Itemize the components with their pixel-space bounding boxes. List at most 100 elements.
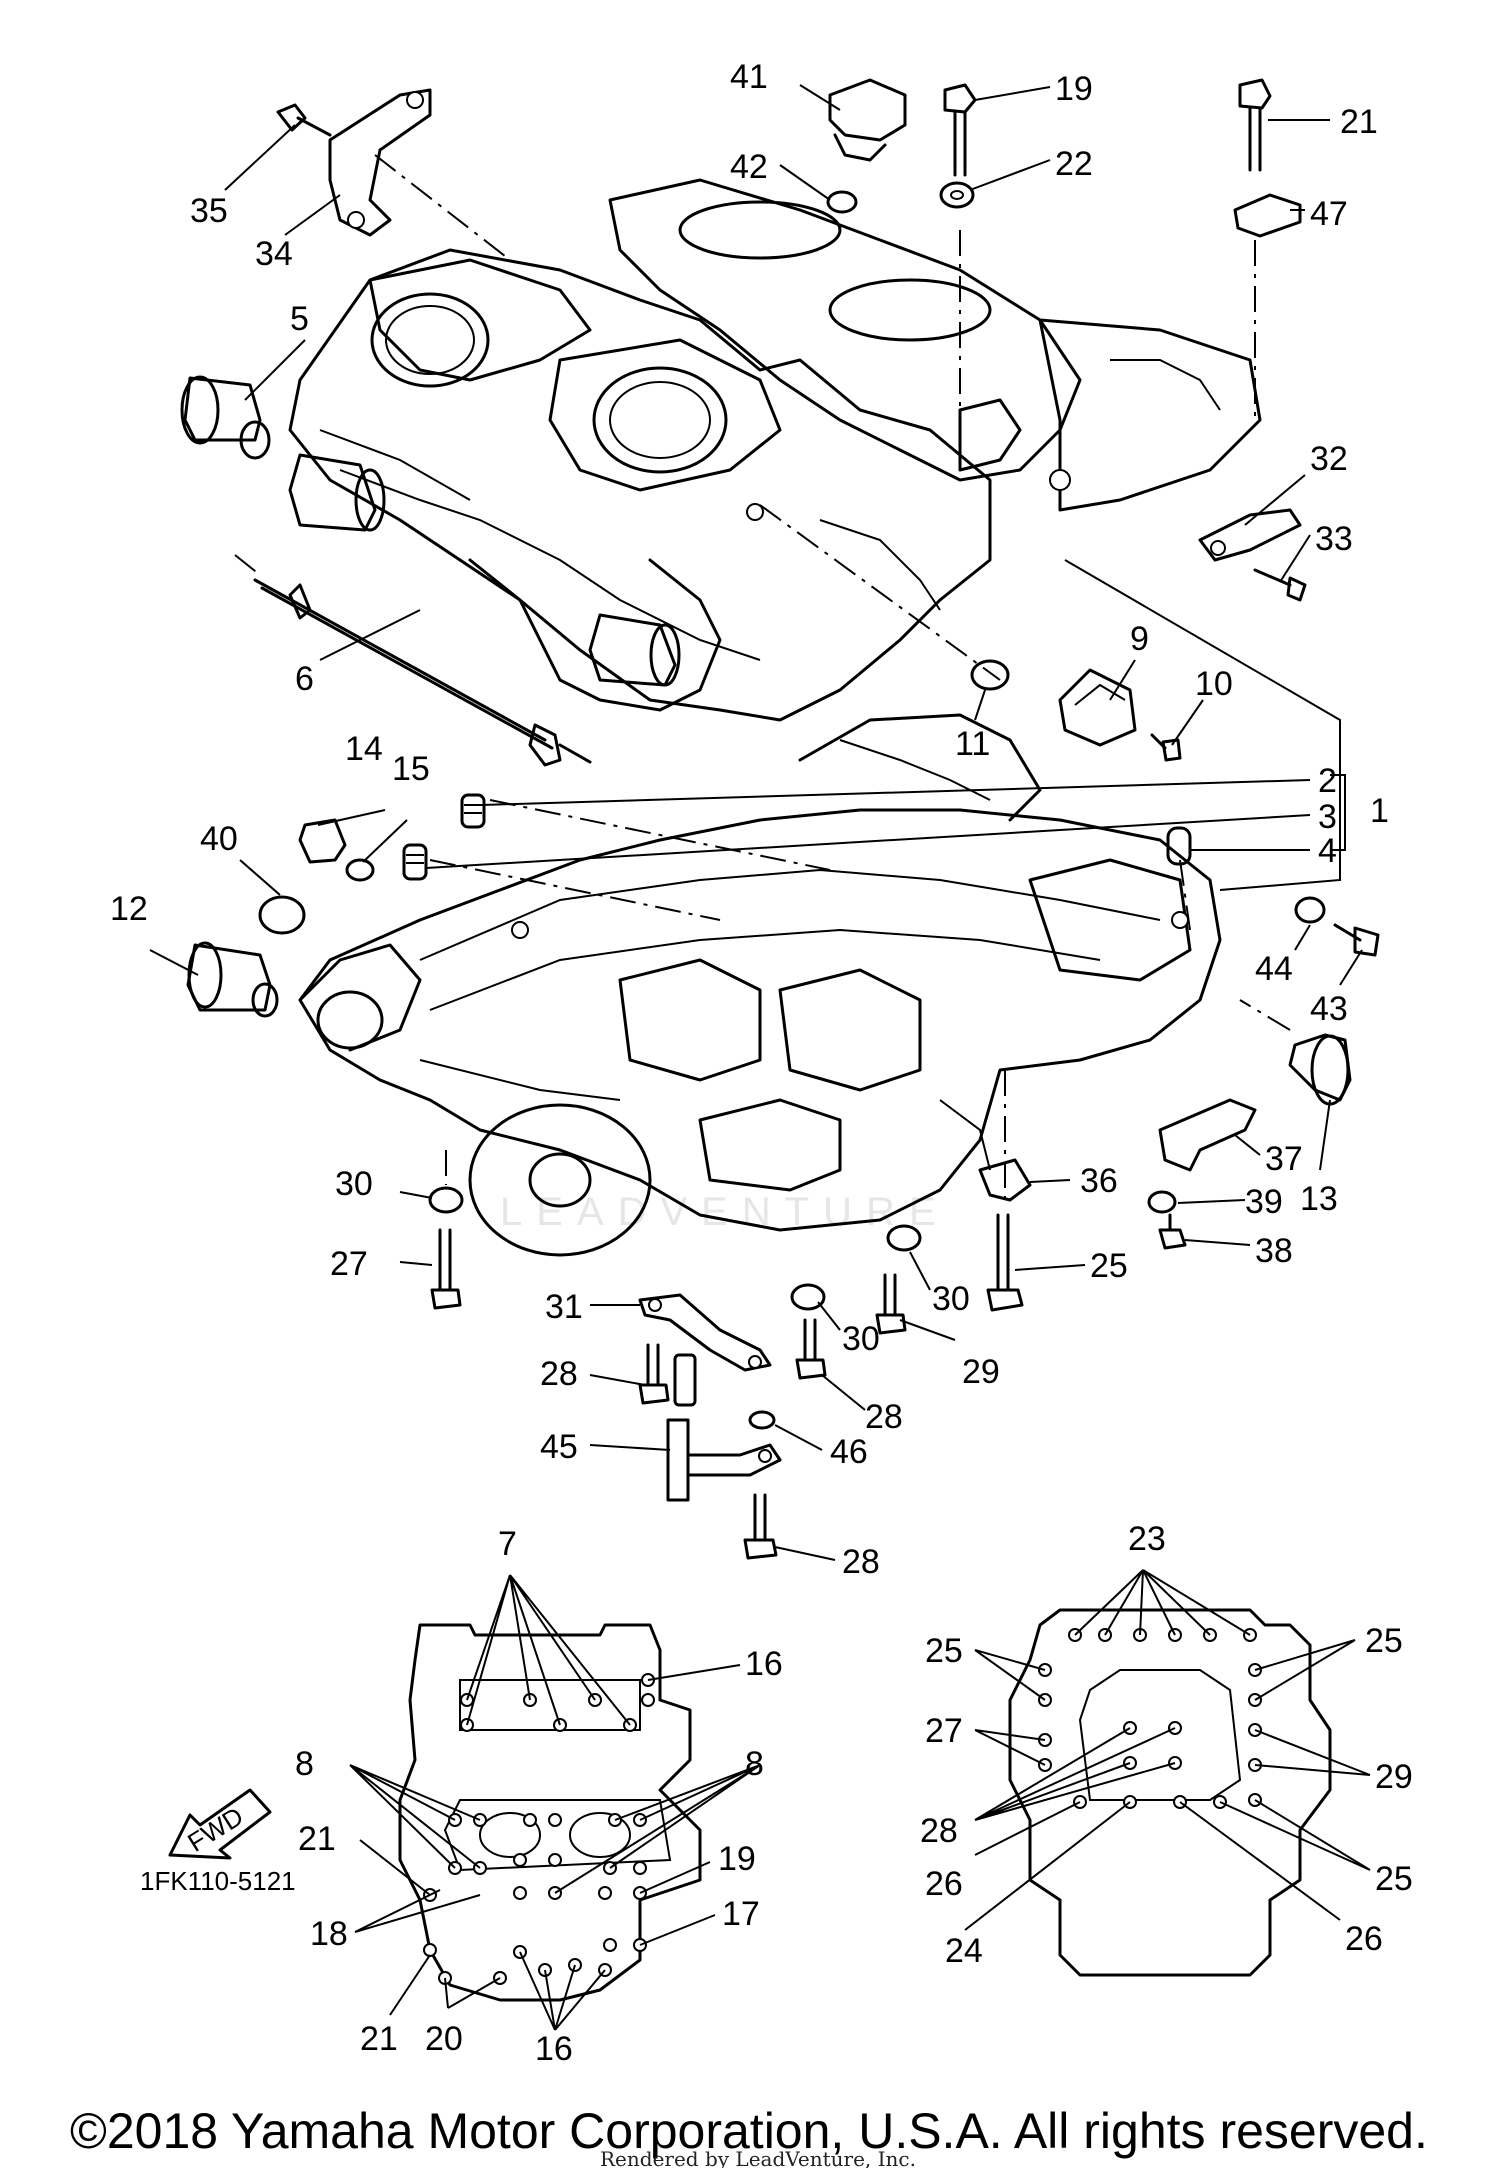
callout-4: 4 [1318,832,1337,870]
washer-44 [1294,896,1326,924]
callout-37: 37 [1265,1140,1303,1178]
callout-29: 29 [962,1353,1000,1391]
bolt-25-center [986,1213,1024,1312]
callout-28-bottom: 28 [842,1543,880,1581]
pipe-45 [666,1353,782,1502]
callout-14: 14 [345,730,383,768]
bolt-19 [943,83,977,177]
main-bearing-5 [180,375,271,460]
callout-36: 36 [1080,1162,1118,1200]
clamp-36 [978,1158,1032,1202]
screw-35 [276,103,332,137]
callout-25-center: 25 [1090,1247,1128,1285]
washer-22 [939,181,975,209]
callout-10: 10 [1195,665,1233,703]
bolt-28-left [638,1343,670,1405]
watermark-text: LEADVENTURE [500,1190,950,1234]
plug-11 [970,659,1010,691]
callout-7: 7 [498,1525,517,1563]
o-ring-42 [826,190,858,214]
seal-9 [1058,668,1137,747]
callout-41: 41 [730,58,768,96]
bracket-34 [328,88,432,237]
lower-crankcase [298,713,1222,1257]
fwd-label: FWD [182,1801,248,1858]
bolt-29 [875,1273,907,1335]
callout-24: 24 [945,1932,983,1970]
callout-21-bottom: 21 [360,2020,398,2058]
callout-39: 39 [1245,1183,1283,1221]
callout-44: 44 [1255,950,1293,988]
callout-33: 33 [1315,520,1353,558]
callout-28-left: 28 [540,1355,578,1393]
callout-46: 46 [830,1433,868,1471]
clip-47 [1233,193,1302,238]
callout-26-right: 26 [1345,1920,1383,1958]
bearing-sleeve [288,453,386,532]
leader-lines [149,84,1363,1561]
lower-case-bolt-pattern-view [964,1569,1371,1977]
callout-15: 15 [392,750,430,788]
o-ring-15 [345,858,375,882]
callout-13: 13 [1300,1180,1338,1218]
callout-38: 38 [1255,1232,1293,1270]
bolt-28-bottom [743,1493,778,1560]
diagram-code: 1FK110-5121 [140,1866,296,1896]
bracket-31 [638,1293,772,1372]
callout-3: 3 [1318,798,1337,836]
knock-pin-4 [1166,826,1192,866]
bolt-28-upper [795,1318,827,1380]
callout-23: 23 [1128,1520,1166,1558]
callout-9: 9 [1130,620,1149,658]
callout-11: 11 [955,725,990,763]
callout-34: 34 [255,235,293,273]
upper-case-bolt-pattern-view [349,1574,761,2031]
upper-crankcase [288,178,1262,722]
callout-40: 40 [200,820,238,858]
bracket-32 [1198,508,1302,562]
callout-19: 19 [1055,70,1093,108]
oil-delivery-pipe-6 [253,578,592,767]
bolt-43 [1333,923,1380,957]
callout-16-bottom: 16 [535,2030,573,2068]
washer-39 [1147,1190,1177,1214]
callout-16-top: 16 [745,1645,783,1683]
rendered-credit: Rendered by LeadVenture, Inc. [600,2147,916,2168]
plug-14 [298,818,347,864]
callout-8-right: 8 [745,1745,764,1783]
screw-33 [1253,568,1307,602]
callout-25-right-bottom: 25 [1375,1860,1413,1898]
callout-45: 45 [540,1428,578,1466]
dowel-3 [402,843,428,881]
callout-8-left: 8 [295,1745,314,1783]
callout-27-right: 27 [925,1712,963,1750]
copyright-notice: ©2018 Yamaha Motor Corporation, U.S.A. A… [70,2103,1428,2159]
callout-30-lower: 30 [842,1320,880,1358]
callout-26-left: 26 [925,1865,963,1903]
callout-6: 6 [295,660,314,698]
callout-30-left: 30 [335,1165,373,1203]
bolt-27 [430,1228,462,1310]
callout-21-top: 21 [1340,103,1378,141]
o-ring-46 [748,1410,776,1430]
alignment-lines [234,154,1341,1200]
washer-30-lower [790,1283,826,1311]
callout-12: 12 [110,890,148,928]
callout-22: 22 [1055,145,1093,183]
main-bearing-12 [186,941,279,1018]
callout-25-left-top: 25 [925,1632,963,1670]
callout-29-right: 29 [1375,1758,1413,1796]
callout-2: 2 [1318,762,1337,800]
bolt-21 [1238,78,1272,172]
bolt-38 [1158,1213,1187,1250]
cap-40 [258,895,306,935]
bearing-sleeve-2 [588,613,681,687]
callout-1: 1 [1370,792,1389,830]
callout-labels: 41 42 19 22 21 47 35 34 5 32 33 9 10 6 1… [110,58,1413,2068]
screw-10 [1150,733,1182,762]
callout-5: 5 [290,300,309,338]
washer-30-center [886,1224,922,1252]
callout-32: 32 [1310,440,1348,478]
callout-21-diagram: 21 [298,1820,336,1858]
